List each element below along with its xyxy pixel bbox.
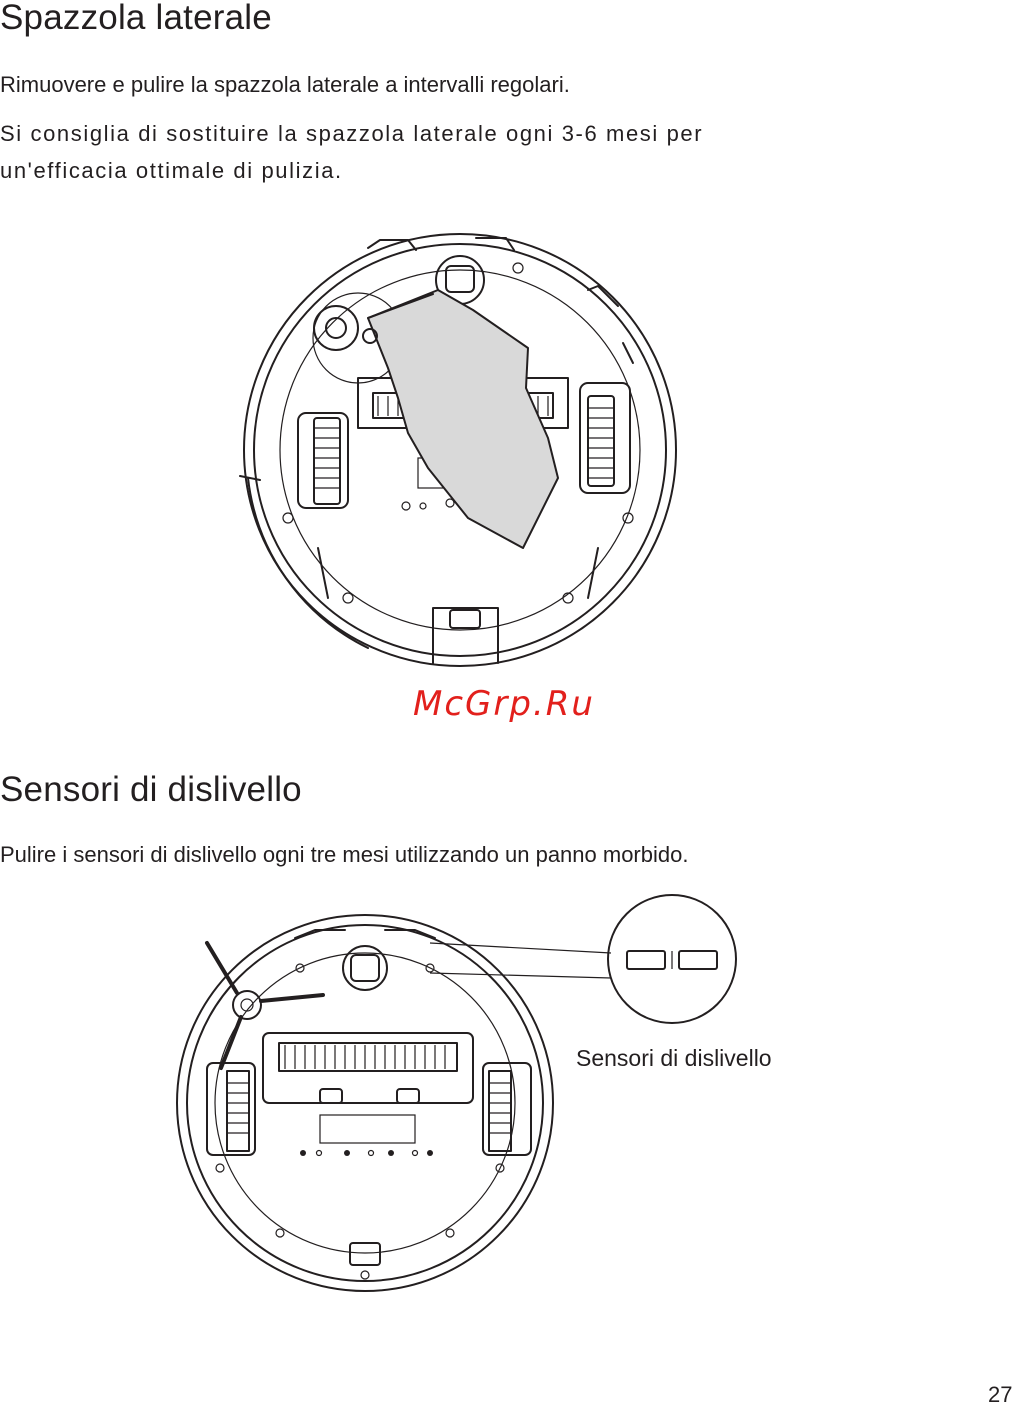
side-brush-instruction: Rimuovere e pulire la spazzola laterale … [0,72,570,97]
replacement-note-line-2: un'efficacia ottimale di pulizia. [0,158,343,183]
replacement-note-line-1: Si consiglia di sostituire la spazzola l… [0,121,704,146]
side-brush-replacement-note: Si consiglia di sostituire la spazzola l… [0,115,703,189]
cliff-sensor-instruction: Pulire i sensori di dislivello ogni tre … [0,842,689,867]
cliff-sensor-callout-label: Sensori di dislivello [576,1045,772,1071]
robot-underside-cliff-sensor-illustration [176,894,737,1292]
hand-illustration [367,289,559,549]
section-title-cliff-sensors: Sensori di dislivello [0,770,302,809]
section-title-side-brush: Spazzola laterale [0,0,272,37]
watermark: McGrp.Ru [413,684,595,724]
page-number: 27 [988,1382,1013,1407]
robot-underside-side-brush-illustration [239,233,677,667]
